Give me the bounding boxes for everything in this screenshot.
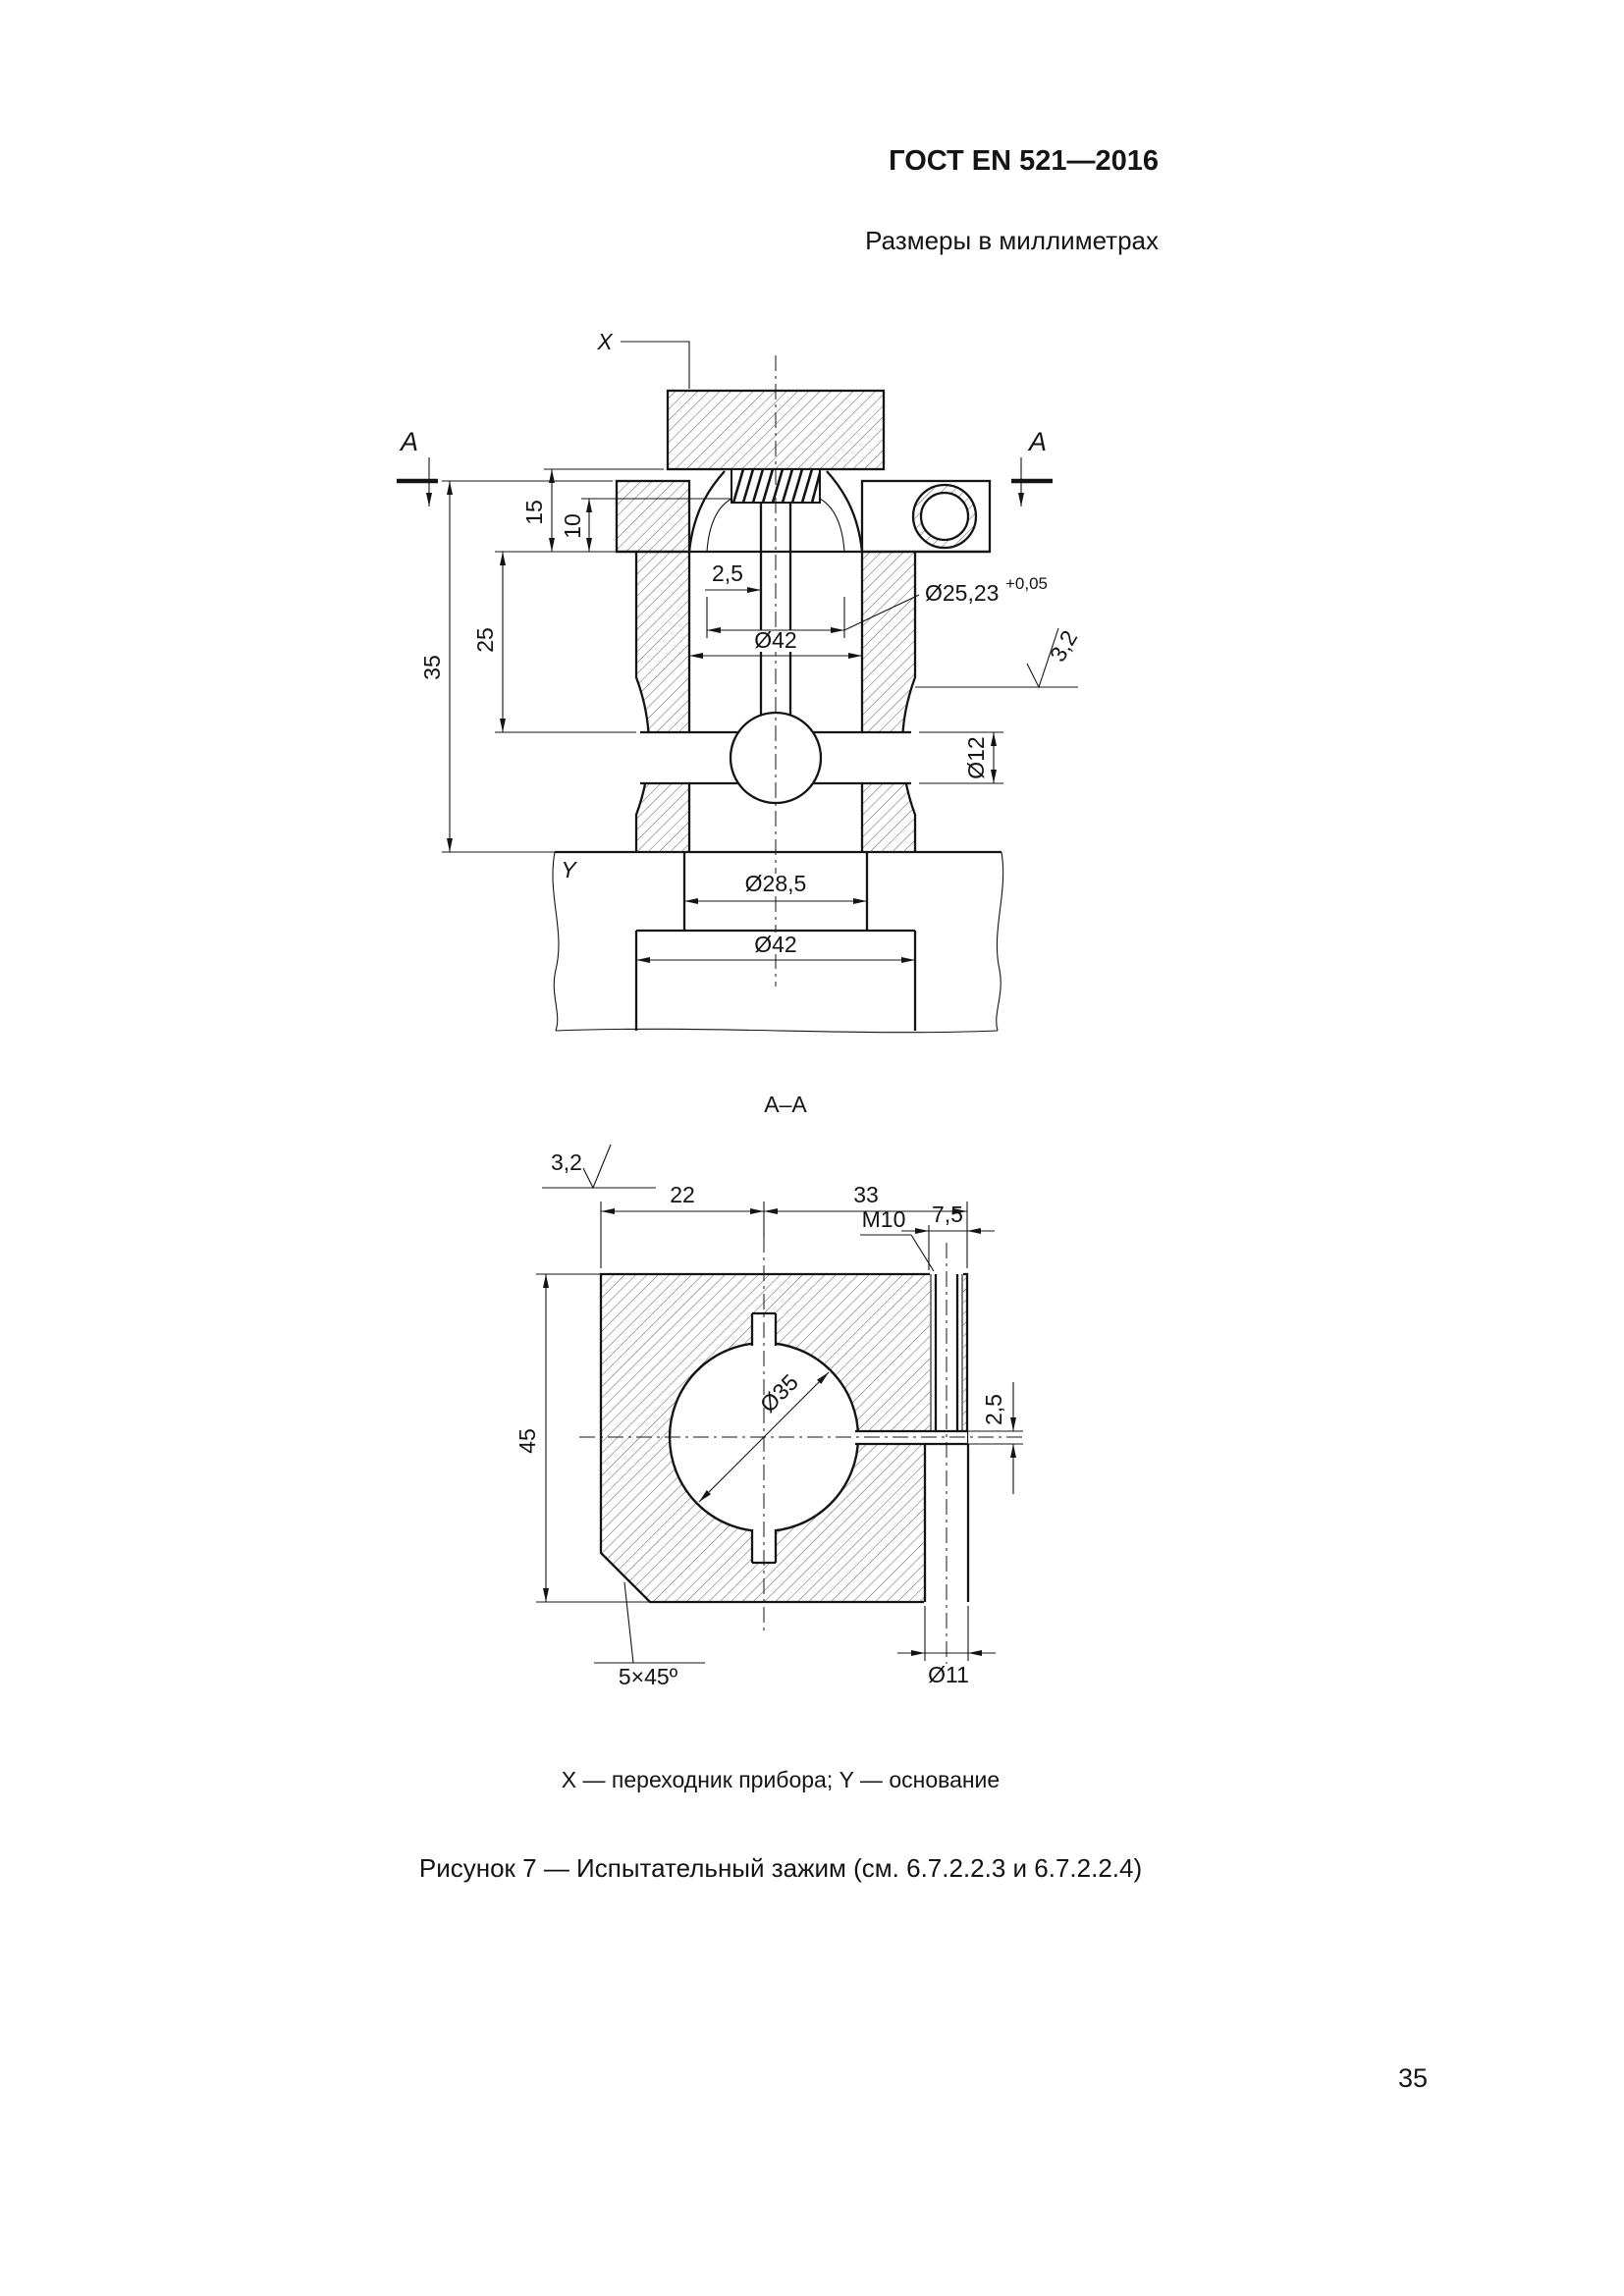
base-plate [552, 850, 1004, 1034]
thread-callout: М10 [860, 1206, 935, 1272]
units-note: Размеры в миллиметрах [865, 226, 1159, 255]
dim-10: 10 [560, 498, 731, 552]
chamfer-callout: 5×45º [594, 1581, 705, 1689]
dim-d42-mid-label: Ø42 [754, 627, 796, 653]
section-mark-left: A [397, 427, 438, 507]
dim-bore-tolerance: +0,05 [1005, 574, 1048, 593]
callout-x-label: X [596, 329, 614, 354]
dim-7-5-label: 7,5 [932, 1201, 963, 1227]
side-port-bore [919, 491, 970, 542]
flange-row [615, 470, 992, 554]
dim-slit-2-5: 2,5 [967, 1382, 1023, 1494]
dim-d42-bottom: Ø42 [636, 932, 915, 963]
section-mark-right: A [1011, 427, 1053, 507]
thread-label: М10 [862, 1206, 906, 1232]
dim-15-label: 15 [521, 500, 547, 525]
doc-code: ГОСТ EN 521—2016 [889, 145, 1159, 177]
dim-35: 35 [419, 480, 613, 853]
dim-45-label: 45 [514, 1428, 540, 1454]
dim-25: 25 [472, 551, 636, 733]
dim-bore-label: Ø25,23 [925, 580, 999, 606]
roughness-mark-front: 3,2 [915, 626, 1083, 689]
dim-35-label: 35 [419, 655, 445, 680]
dim-slit-label: 2,5 [981, 1394, 1006, 1425]
dim-d12-label: Ø12 [963, 736, 989, 778]
figure-legend: X — переходник прибора; Y — основание [561, 1767, 1001, 1792]
dim-2-5-label: 2,5 [712, 561, 743, 586]
section-letter-right: A [1027, 427, 1047, 456]
clamp-block [599, 1267, 970, 1609]
page-number: 35 [1398, 2063, 1429, 2093]
clamp-stem [759, 503, 792, 716]
spring-coil-hatch [731, 468, 822, 504]
dim-bore: Ø25,23 +0,05 [706, 574, 1048, 638]
dim-d11-label: Ø11 [928, 1662, 969, 1687]
dim-45: 45 [514, 1273, 650, 1603]
dim-d12: Ø12 [919, 731, 1003, 784]
dim-25-label: 25 [472, 627, 498, 653]
dim-d28-5-label: Ø28,5 [745, 871, 807, 896]
callout-y-label: Y [561, 857, 577, 882]
section-view: А–А [514, 1092, 1026, 1689]
front-view: X Y A A 15 [397, 329, 1083, 1034]
dim-d42-bottom-label: Ø42 [754, 932, 796, 957]
roughness-mark-section: 3,2 [542, 1144, 656, 1190]
dim-22-label: 22 [670, 1182, 695, 1207]
roughness-section-label: 3,2 [551, 1149, 582, 1175]
section-title: А–А [764, 1092, 807, 1117]
figure-caption: Рисунок 7 — Испытательный зажим (см. 6.7… [418, 1853, 1143, 1883]
dim-22-33: 22 33 [600, 1182, 968, 1268]
dim-d28-5: Ø28,5 [684, 871, 867, 904]
dim-15: 15 [521, 468, 664, 552]
chamfer-label: 5×45º [619, 1664, 678, 1689]
callout-x: X [596, 329, 690, 389]
dim-10-label: 10 [560, 513, 585, 539]
dim-d42-mid: Ø42 [689, 627, 862, 659]
section-letter-left: A [399, 427, 418, 456]
roughness-front-label: 3,2 [1045, 626, 1083, 667]
dim-d11: Ø11 [897, 1606, 996, 1687]
dim-33-label: 33 [853, 1182, 879, 1207]
dim-2-5-wall: 2,5 [705, 561, 761, 593]
